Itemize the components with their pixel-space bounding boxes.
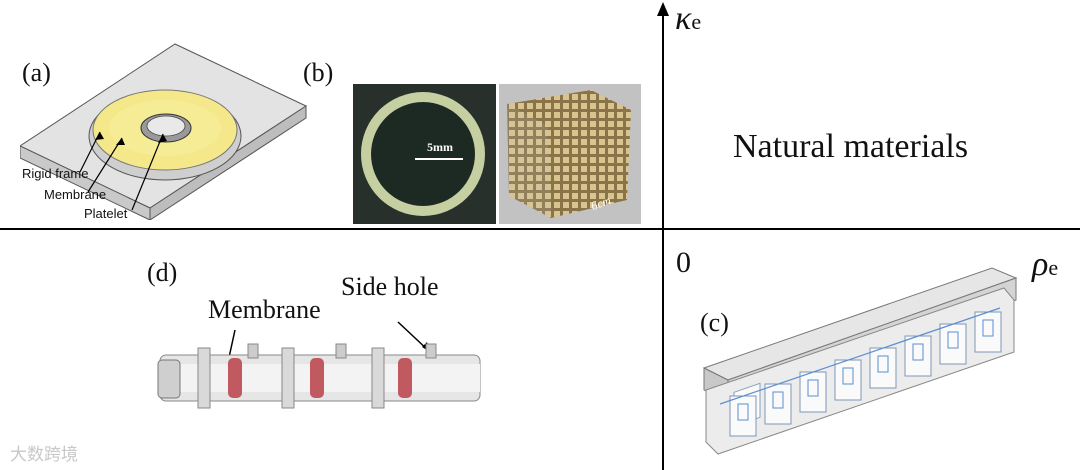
panel-c-label: (c) [700, 308, 729, 337]
panel-b-label: (b) [303, 58, 334, 87]
resonator-cell [764, 383, 792, 425]
side-hole-1 [247, 343, 259, 359]
cube-photo: 6cm [499, 84, 641, 224]
panel-a-label: (a) [22, 58, 51, 87]
callout-rigid-frame: Rigid frame [22, 166, 89, 181]
resonator-cell [974, 311, 1002, 353]
ring-photo: 5mm [353, 84, 496, 224]
y-axis-arrowhead [657, 2, 669, 16]
panel-a-drawing [20, 43, 308, 220]
callout-side-hole: Side hole [341, 272, 439, 301]
y-axis-label: κe [675, 0, 701, 38]
resonator-neck [877, 355, 889, 373]
resonator-cell [729, 395, 757, 437]
quadrant-text: Natural materials [733, 128, 969, 165]
membrane-2 [310, 358, 324, 398]
flange-1 [197, 347, 211, 409]
resonator-cell [799, 371, 827, 413]
resonator-neck [947, 331, 959, 349]
membrane-1 [228, 358, 242, 398]
cube-top [507, 90, 631, 126]
ring-photo-svg [353, 84, 496, 224]
resonator-neck [982, 319, 994, 337]
x-axis-symbol: ρ [1032, 246, 1049, 283]
platelet-top [146, 115, 186, 137]
flange-3 [371, 347, 385, 409]
callout-membrane-a: Membrane [44, 187, 107, 202]
cube-front [547, 110, 631, 218]
resonator-cell [834, 359, 862, 401]
resonator-neck [912, 343, 924, 361]
resonator-neck [772, 391, 784, 409]
y-axis-subscript: e [691, 9, 702, 34]
flow-line [719, 307, 1001, 405]
scalebar-5mm: 5mm [427, 140, 453, 154]
resonator-cell [904, 335, 932, 377]
callout-platelet: Platelet [84, 206, 128, 221]
membrane-3 [398, 358, 412, 398]
cube-photo-svg [499, 84, 641, 224]
watermark: 大数跨境 [10, 445, 78, 464]
side-hole-2 [335, 343, 347, 359]
resonator-neck [807, 379, 819, 397]
x-axis-subscript: e [1048, 255, 1059, 280]
frame-side-left [20, 145, 151, 220]
ring-hole [371, 102, 475, 206]
cube-left [507, 104, 551, 218]
x-axis-label: ρe [1032, 246, 1058, 284]
resonator-cell [939, 323, 967, 365]
resonator-neck [737, 403, 749, 421]
panel-d-drawing [157, 321, 481, 409]
resonator-neck [842, 367, 854, 385]
panel-c-drawing [702, 267, 1018, 455]
side-hole-3 [425, 343, 437, 359]
panel-d-label: (d) [147, 258, 178, 287]
origin-label: 0 [676, 246, 691, 279]
resonator-cell [869, 347, 897, 389]
cell-group [729, 311, 1002, 437]
callout-membrane-d: Membrane [208, 295, 321, 324]
frame-side-right [149, 105, 307, 220]
flange-2 [281, 347, 295, 409]
y-axis-symbol: κ [675, 0, 692, 37]
tube-end [157, 359, 181, 399]
